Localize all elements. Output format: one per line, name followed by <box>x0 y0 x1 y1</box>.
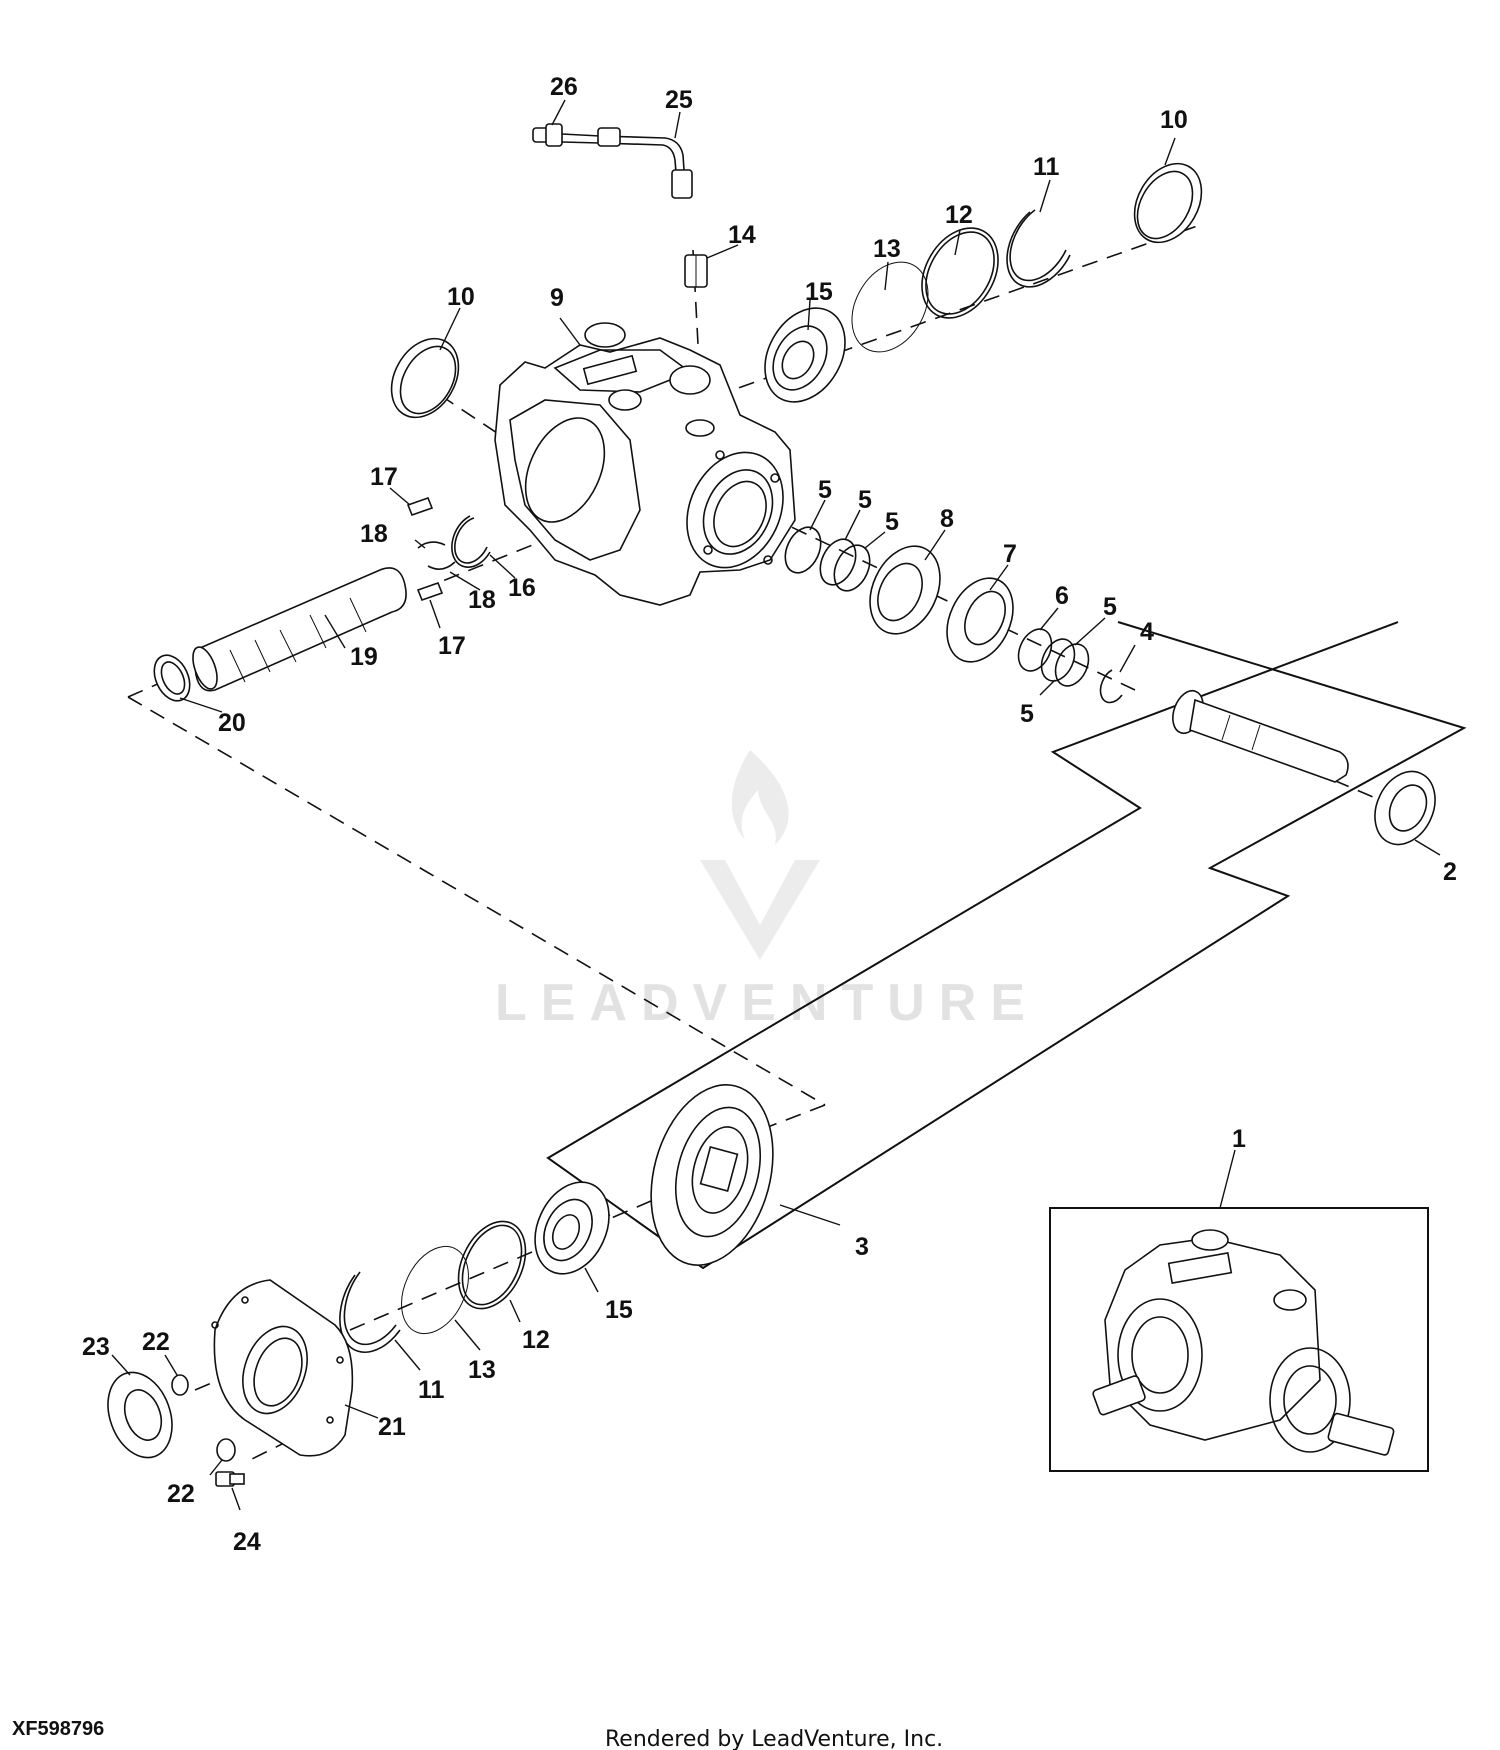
part-13-ring-upper <box>851 261 929 353</box>
part-18-retaining-clip-upper <box>417 541 446 549</box>
part-25-tube-line <box>561 127 693 199</box>
callout-20: 20 <box>218 709 246 737</box>
callout-21: 21 <box>378 1413 406 1441</box>
part-6-shim <box>1017 628 1053 672</box>
callout-3: 3 <box>855 1233 869 1261</box>
callout-17-upper: 17 <box>370 463 398 491</box>
watermark-text: LEADVENTURE <box>495 974 1039 1032</box>
part-4-snap-ring <box>1099 669 1123 704</box>
part-2-oil-seal <box>1374 770 1436 846</box>
render-credit: Rendered by LeadVenture, Inc. <box>605 1727 943 1750</box>
callout-12-upper: 12 <box>945 201 973 229</box>
callout-22-lower: 22 <box>167 1480 195 1508</box>
part-5-shim-2 <box>819 538 857 586</box>
part-5-shim-4 <box>1040 638 1076 682</box>
callout-leader-lines <box>111 99 1441 1511</box>
callout-5-b: 5 <box>858 486 872 514</box>
callout-13-upper: 13 <box>873 235 901 263</box>
part-12-ring-upper <box>921 227 999 319</box>
callout-17-lower: 17 <box>438 632 466 660</box>
callout-18-upper: 18 <box>360 520 388 548</box>
part-3-bevel-gear <box>650 1084 774 1266</box>
part-8-roller-bearing <box>869 545 941 635</box>
part-12-ring-lower <box>457 1220 527 1310</box>
callout-13-lower: 13 <box>468 1356 496 1384</box>
part-26-fitting <box>532 123 563 147</box>
callout-5-e: 5 <box>1020 700 1034 728</box>
part-22-washer-lower <box>216 1438 236 1462</box>
callout-6: 6 <box>1055 582 1069 610</box>
callout-9: 9 <box>550 284 564 312</box>
callout-5-c: 5 <box>885 508 899 536</box>
part-15-bearing-lower <box>534 1181 610 1275</box>
part-17-key-lower <box>416 581 444 602</box>
part-11-snap-ring-lower <box>339 1271 401 1354</box>
part-19-input-shaft <box>192 567 407 692</box>
callout-labels: 26 25 14 10 11 12 13 15 10 9 17 18 18 16… <box>82 73 1457 1556</box>
part-17-key-upper <box>406 496 434 517</box>
callout-15-lower: 15 <box>605 1296 633 1324</box>
part-15-bearing-upper <box>764 307 846 403</box>
assembly-inset-box <box>1049 1207 1429 1472</box>
part-23-oil-seal <box>107 1371 173 1459</box>
callout-16: 16 <box>508 574 536 602</box>
part-24-bolt <box>215 1471 245 1487</box>
callout-23: 23 <box>82 1333 110 1361</box>
callout-10-upper: 10 <box>1160 106 1188 134</box>
callout-14: 14 <box>728 221 756 249</box>
callout-12-lower: 12 <box>522 1326 550 1354</box>
part-21-bearing-cover <box>211 1279 354 1457</box>
part-20-thrust-washer <box>153 654 191 702</box>
callout-22-upper: 22 <box>142 1328 170 1356</box>
group-bracket-outline <box>546 621 1467 1270</box>
callout-7: 7 <box>1003 540 1017 568</box>
figure-id: XF598796 <box>12 1718 104 1740</box>
callout-26: 26 <box>550 73 578 101</box>
part-11-snap-ring-upper <box>1006 209 1071 288</box>
part-9-gearbox-housing <box>494 322 796 606</box>
part-5-shim-5 <box>1054 643 1090 687</box>
part-14-nut <box>684 254 708 288</box>
watermark-logo-icon <box>700 750 820 960</box>
part-13-ring-lower <box>401 1245 469 1335</box>
callout-4: 4 <box>1140 618 1154 646</box>
part-5-shim-3 <box>833 544 871 592</box>
callout-2: 2 <box>1443 858 1457 886</box>
callout-8: 8 <box>940 505 954 533</box>
callout-5-a: 5 <box>818 476 832 504</box>
callout-24: 24 <box>233 1528 261 1556</box>
callout-10-left: 10 <box>447 283 475 311</box>
part-18-retaining-clip-lower <box>427 561 456 570</box>
output-pinion-shaft <box>1172 689 1349 783</box>
callout-15-upper: 15 <box>805 278 833 306</box>
callout-1: 1 <box>1232 1125 1246 1153</box>
callout-5-d: 5 <box>1103 593 1117 621</box>
callout-25: 25 <box>665 86 693 114</box>
part-16-snap-ring <box>451 515 491 568</box>
part-5-shim-1 <box>784 526 822 574</box>
part-22-washer-upper <box>171 1374 189 1396</box>
callout-19: 19 <box>350 643 378 671</box>
part-7-tapered-bearing <box>946 577 1014 663</box>
callout-11-upper: 11 <box>1033 153 1060 181</box>
callout-11-lower: 11 <box>418 1376 445 1404</box>
part-10-seal-ring-left <box>390 337 460 419</box>
part-10-seal-ring-upper <box>1133 162 1203 244</box>
callout-18-lower: 18 <box>468 586 496 614</box>
